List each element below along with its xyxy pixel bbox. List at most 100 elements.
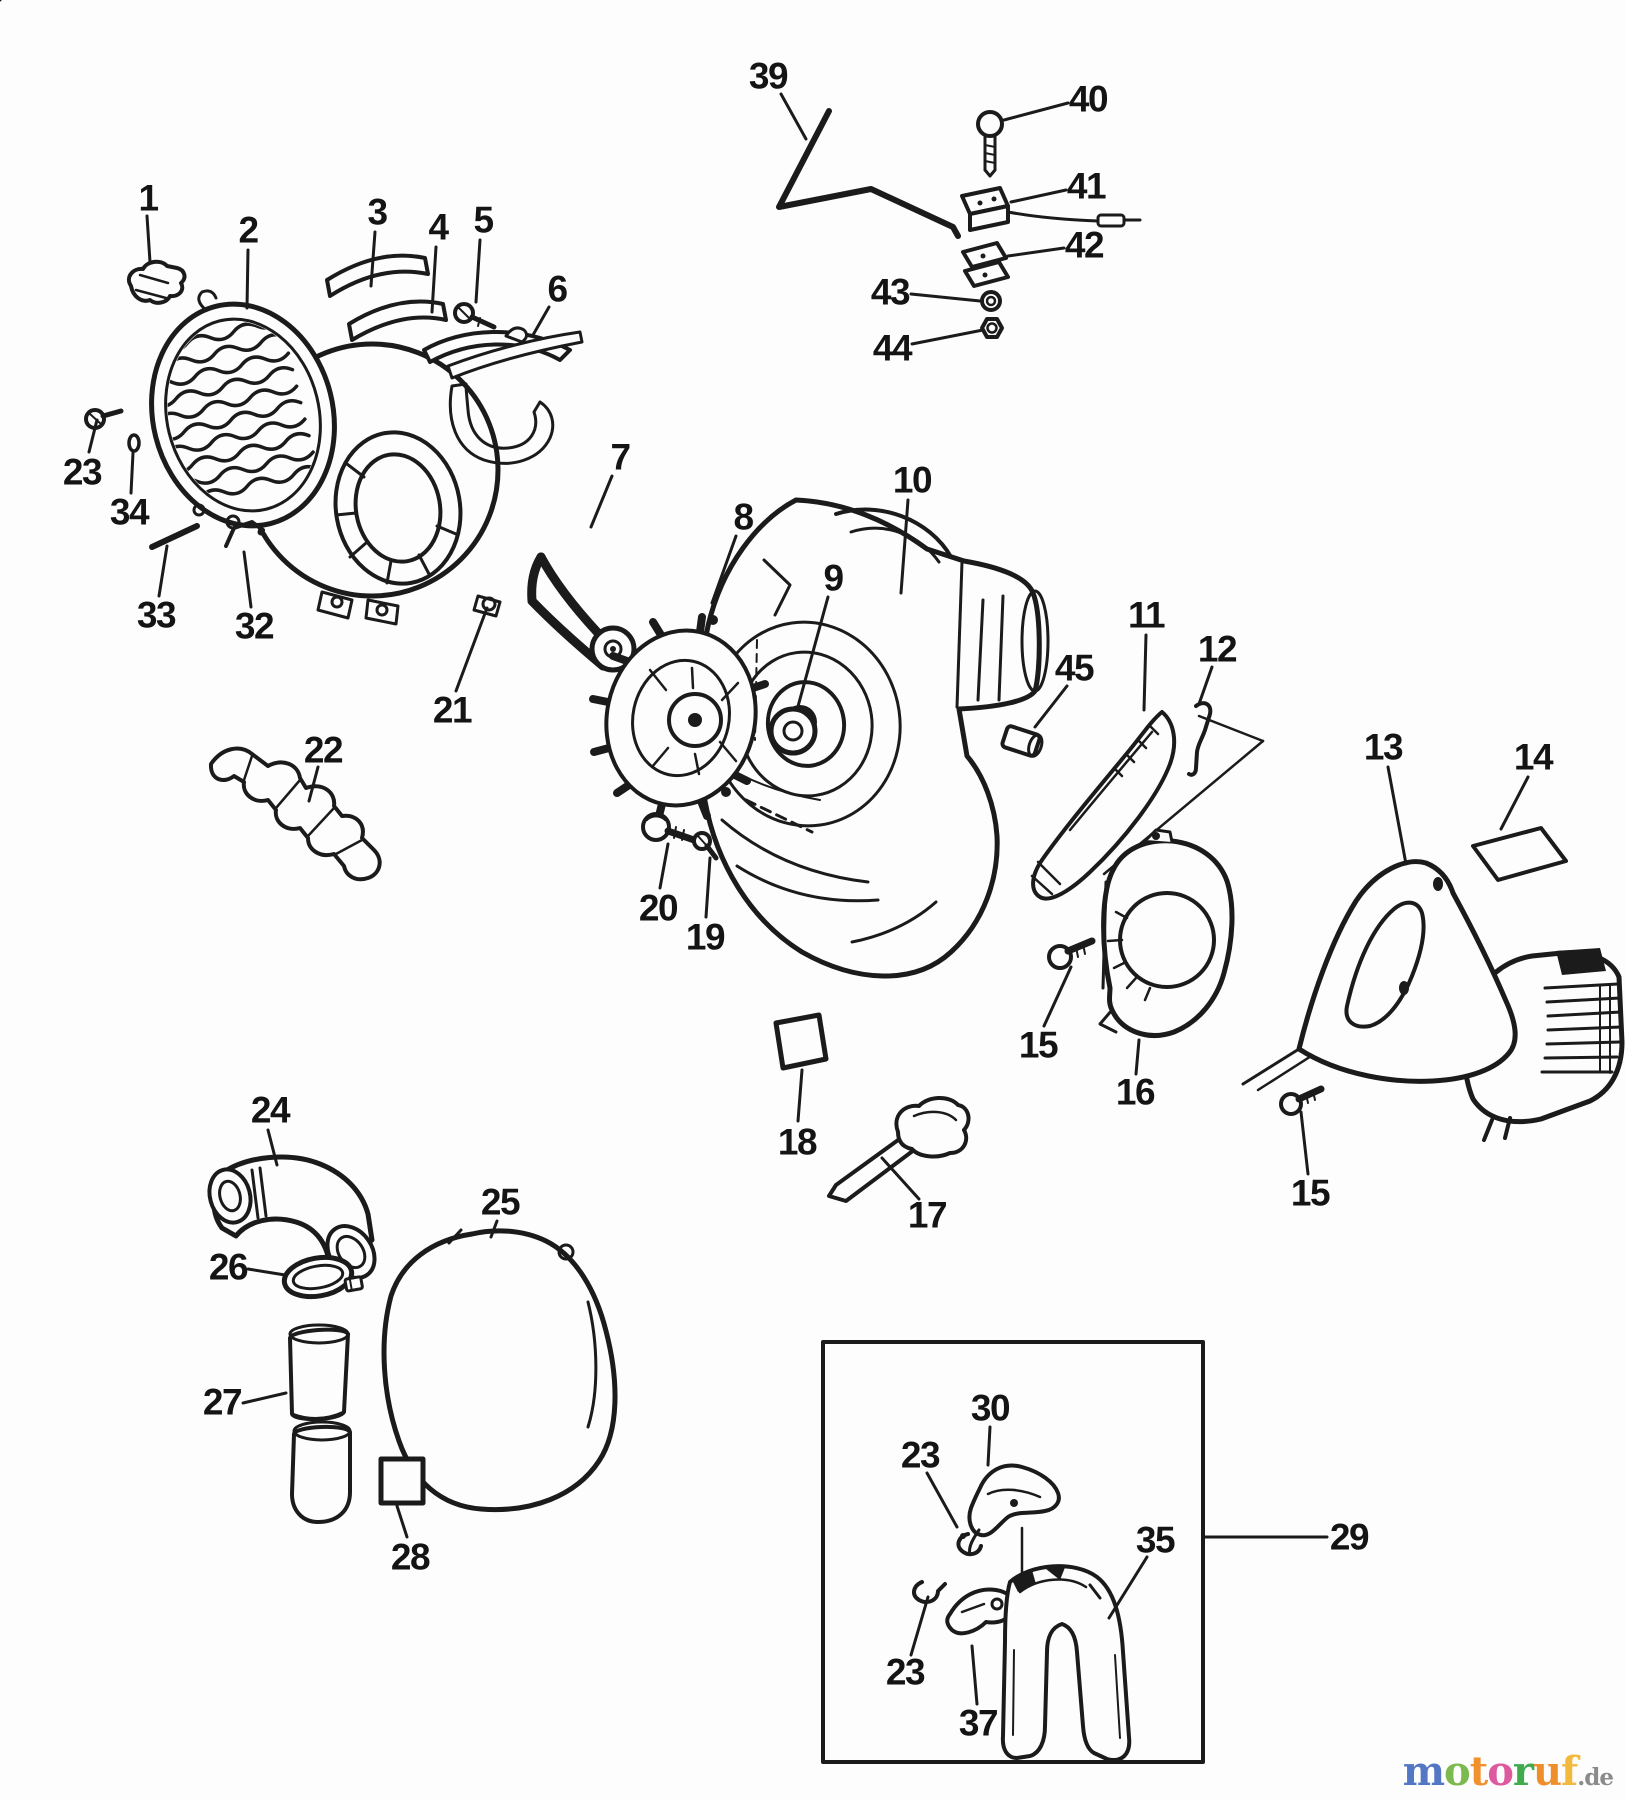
part-39-rod: [776, 108, 961, 239]
leader-11: [1142, 633, 1148, 712]
leader-27: [241, 1391, 288, 1405]
leader-42: [1006, 246, 1066, 258]
part-23-screw: [84, 408, 124, 430]
leader-6: [531, 305, 551, 337]
part-45-bushing: [1000, 724, 1044, 758]
leader-4: [430, 245, 438, 314]
callout-23: 23: [900, 1434, 941, 1476]
callout-27: 27: [202, 1381, 243, 1423]
watermark-word: motoruf: [1402, 1748, 1579, 1795]
leader-41: [1009, 188, 1068, 204]
callout-14: 14: [1513, 736, 1554, 778]
leader-18: [796, 1068, 804, 1123]
part-15-screw-b: [1279, 1085, 1325, 1116]
callout-45: 45: [1054, 647, 1095, 689]
leader-14: [1499, 775, 1530, 831]
part-27-tubes: [288, 1323, 352, 1524]
inset-box: [821, 1340, 1205, 1764]
watermark-letter: r: [1512, 1748, 1534, 1795]
part-23-hook-upper: [956, 1532, 983, 1557]
part-8-fan: [589, 613, 769, 824]
leader-32: [242, 550, 253, 609]
watermark-letter: o: [1444, 1748, 1471, 1795]
callout-7: 7: [610, 436, 631, 478]
leader-28: [395, 1504, 409, 1539]
callout-4: 4: [428, 206, 449, 248]
leader-43: [909, 292, 982, 303]
watermark: motoruf.de: [1403, 1752, 1614, 1792]
leader-23: [925, 1471, 959, 1529]
callout-9: 9: [823, 557, 844, 599]
part-44-nut: [980, 317, 1004, 339]
leader-16: [1134, 1038, 1141, 1076]
part-13-cover: [1241, 859, 1518, 1092]
part-15-screw-a: [1047, 937, 1096, 970]
part-33-pin: [149, 523, 200, 550]
callout-34: 34: [109, 491, 150, 533]
leader-8: [710, 534, 738, 605]
leader-44: [910, 328, 985, 346]
callout-18: 18: [777, 1121, 818, 1163]
part-42-plates: [961, 241, 1010, 288]
leader-2: [245, 248, 250, 310]
leader-23: [87, 418, 99, 454]
callout-22: 22: [303, 729, 344, 771]
watermark-letter: o: [1487, 1748, 1514, 1795]
part-5-screw: [453, 302, 497, 330]
part-43-nut: [980, 290, 1002, 312]
part-1-clamp: [126, 259, 187, 305]
callout-21: 21: [432, 689, 473, 731]
watermark-suffix: .de: [1577, 1764, 1614, 1791]
leader-23: [909, 1595, 930, 1657]
callout-41: 41: [1066, 165, 1107, 207]
part-23-hook-lower: [912, 1580, 947, 1604]
leader-5: [474, 238, 482, 304]
part-41-switch: [960, 186, 1142, 232]
leader-10: [899, 498, 910, 595]
leader-45: [1033, 684, 1069, 729]
part-18-label: [773, 1012, 829, 1071]
callout-24: 24: [250, 1089, 291, 1131]
part-32-clip: [224, 520, 265, 548]
watermark-letter: m: [1402, 1748, 1445, 1795]
callout-6: 6: [547, 268, 568, 310]
callout-37: 37: [958, 1702, 999, 1744]
callout-26: 26: [208, 1246, 249, 1288]
leader-26: [246, 1267, 287, 1277]
leader-33: [157, 544, 169, 598]
part-26-clamp: [281, 1254, 364, 1300]
leader-39: [779, 92, 808, 141]
callout-33: 33: [136, 594, 177, 636]
part-9-washer: [768, 706, 818, 756]
leader-7: [589, 474, 614, 529]
leader-30: [986, 1425, 992, 1467]
part-11-grip: [1030, 710, 1177, 901]
callout-23: 23: [62, 451, 103, 493]
leader-19: [704, 856, 712, 919]
watermark-letter: f: [1561, 1748, 1578, 1795]
leader-15: [1299, 1110, 1310, 1176]
leader-40: [1002, 101, 1070, 122]
leader-34: [129, 451, 135, 495]
leader-3: [369, 230, 377, 288]
part-16-cover: [1098, 828, 1235, 1038]
callout-16: 16: [1115, 1071, 1156, 1113]
leader-22: [307, 765, 320, 803]
leader-21: [454, 606, 489, 693]
callout-40: 40: [1068, 78, 1109, 120]
part-28-square: [378, 1456, 426, 1506]
leader-37: [970, 1644, 979, 1706]
callout-10: 10: [892, 459, 933, 501]
callout-25: 25: [480, 1181, 521, 1223]
part-25-bag: [381, 1228, 618, 1513]
callout-13: 13: [1363, 726, 1404, 768]
callout-15: 15: [1018, 1024, 1059, 1066]
part-10-housing: [696, 497, 1050, 979]
part-34-washer: [127, 433, 141, 453]
leader-35: [1107, 1555, 1149, 1620]
part-37-lever: [945, 1587, 1016, 1636]
leader-9: [795, 595, 830, 712]
part-14-plate: [1471, 826, 1568, 882]
